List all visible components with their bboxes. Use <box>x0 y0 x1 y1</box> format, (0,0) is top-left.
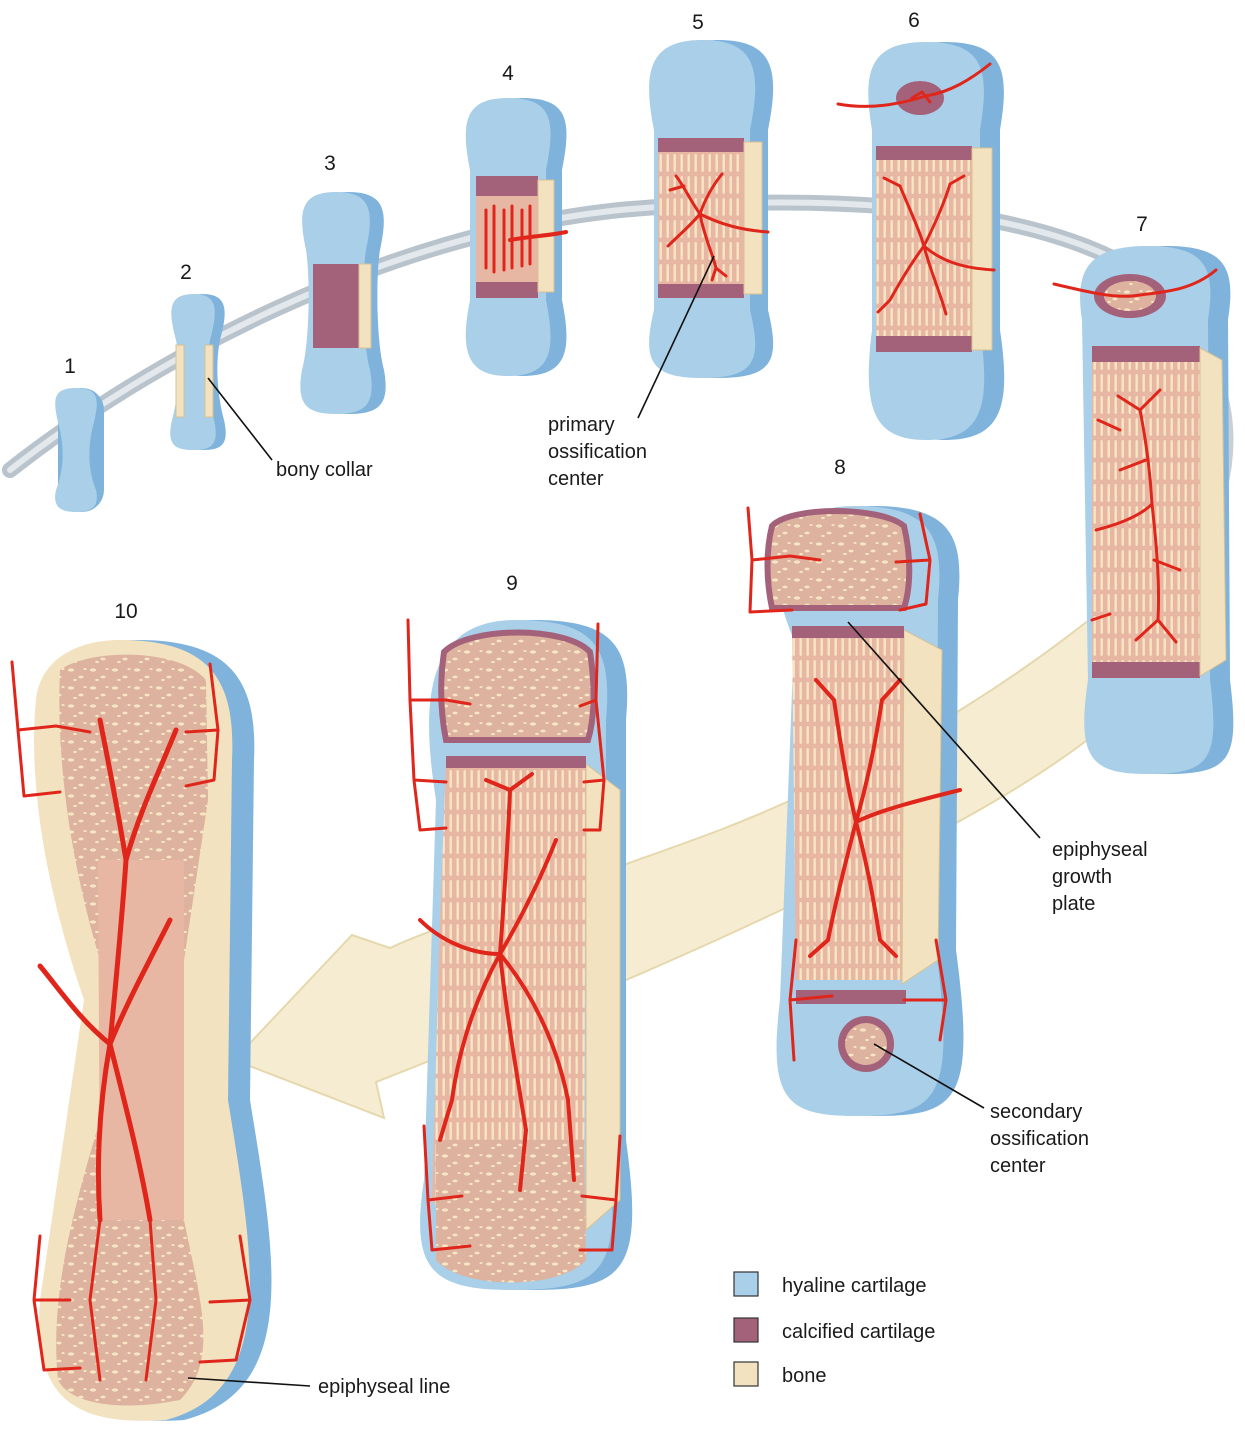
stage-number-2: 2 <box>180 261 192 284</box>
legend-swatch-hyaline-cartilage <box>734 1272 758 1296</box>
legend-item-calcified-cartilage: calcified cartilage <box>734 1318 935 1343</box>
legend: hyaline cartilage calcified cartilage bo… <box>734 1272 935 1387</box>
stage-2-bone <box>170 294 225 450</box>
legend-label-hyaline-cartilage: hyaline cartilage <box>782 1275 927 1297</box>
legend-swatch-bone <box>734 1362 758 1386</box>
legend-label-calcified-cartilage: calcified cartilage <box>782 1321 935 1343</box>
stage-6-bone <box>838 42 1004 440</box>
label-bony-collar: bony collar <box>276 459 373 481</box>
legend-label-bone: bone <box>782 1365 827 1387</box>
stage-number-4: 4 <box>502 62 514 85</box>
label-secondary-ossification-center: secondary ossification center <box>990 1101 1095 1177</box>
stage-number-10: 10 <box>114 600 137 623</box>
stage-number-3: 3 <box>324 152 336 175</box>
stage-number-7: 7 <box>1136 213 1148 236</box>
stage-3-bone <box>300 192 385 414</box>
stage-10-bone <box>12 640 271 1421</box>
legend-item-hyaline-cartilage: hyaline cartilage <box>734 1272 927 1297</box>
label-epiphyseal-growth-plate: epiphyseal growth plate <box>1052 839 1153 915</box>
sequence-arrow <box>234 560 1190 1118</box>
label-epiphyseal-line: epiphyseal line <box>318 1376 450 1398</box>
stage-number-1: 1 <box>64 355 76 378</box>
stage-1-bone <box>55 388 104 512</box>
stage-number-8: 8 <box>834 456 846 479</box>
stage-number-6: 6 <box>908 9 920 32</box>
legend-swatch-calcified-cartilage <box>734 1318 758 1342</box>
stage-number-9: 9 <box>506 572 518 595</box>
label-primary-ossification-center: primary ossification center <box>548 414 653 490</box>
stage-4-bone <box>466 98 567 376</box>
stage-5-bone <box>649 40 773 378</box>
stage-9-bone <box>408 620 632 1290</box>
stage-number-5: 5 <box>692 11 704 34</box>
legend-item-bone: bone <box>734 1362 827 1387</box>
